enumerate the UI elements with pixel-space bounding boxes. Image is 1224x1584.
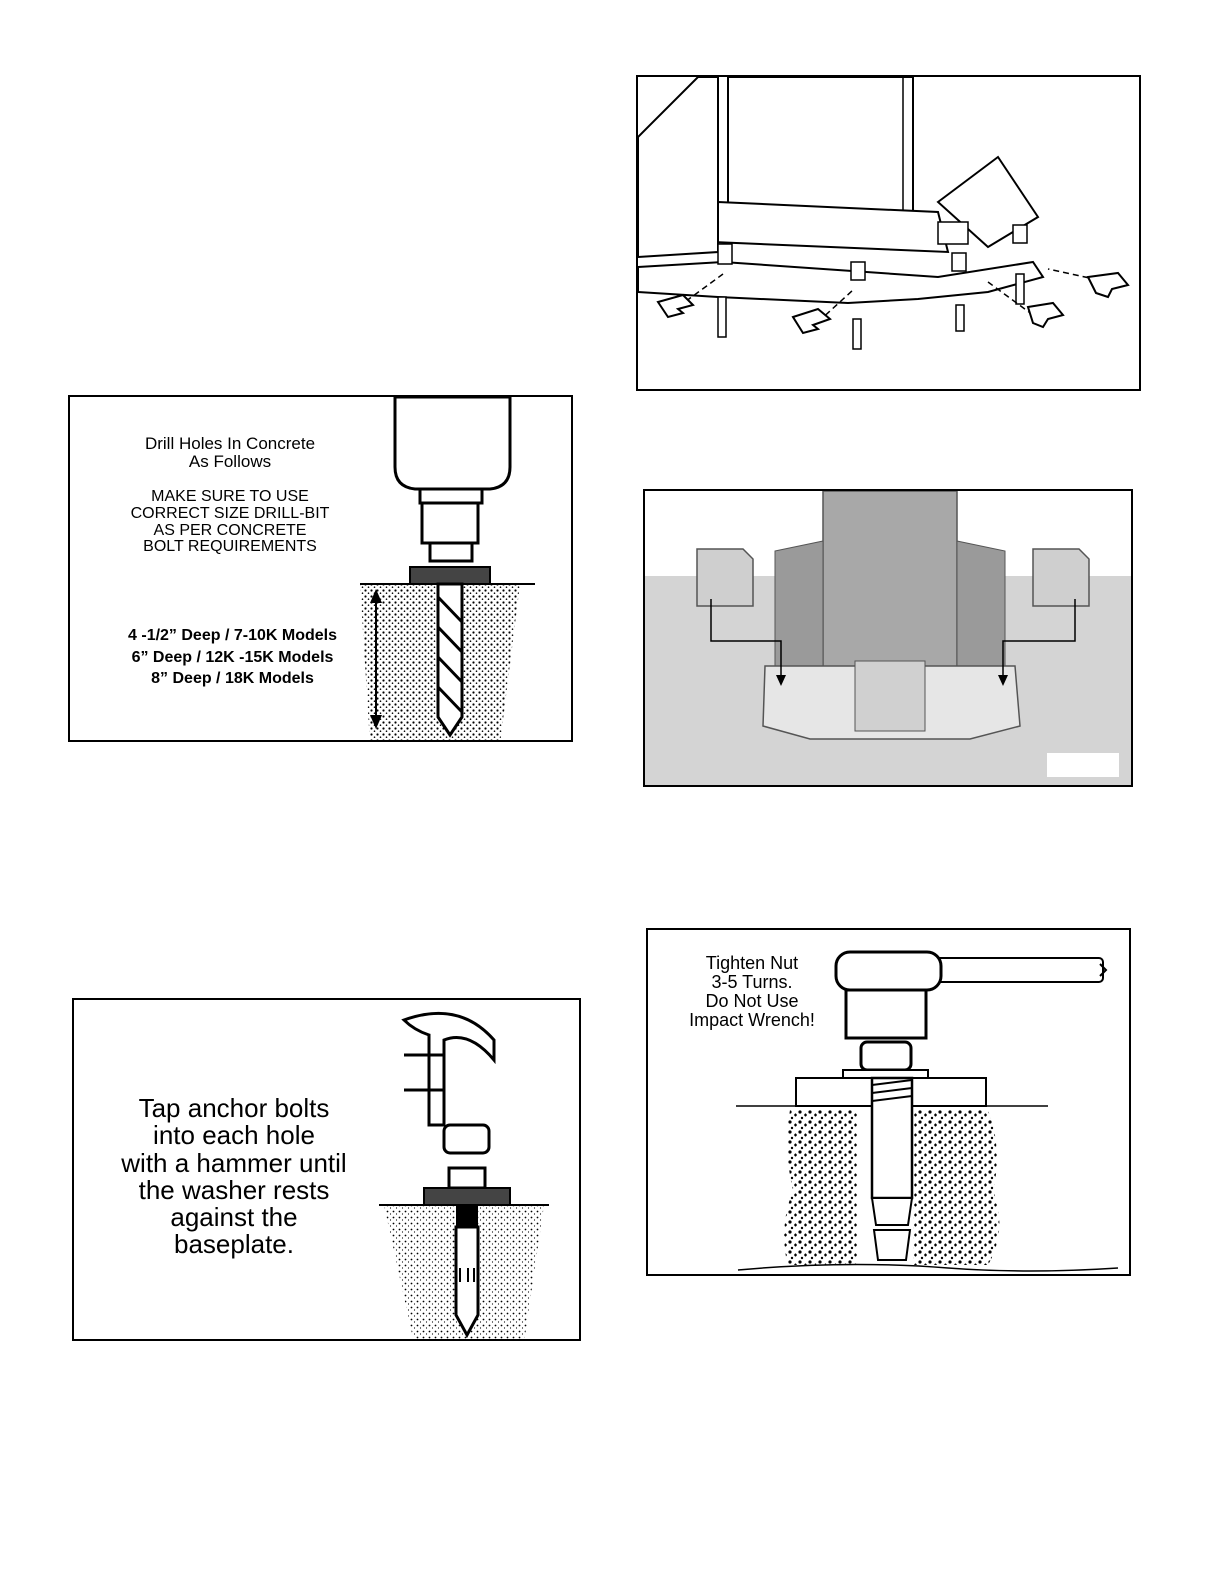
hammer-illustration bbox=[379, 1011, 549, 1339]
drill-body bbox=[393, 397, 512, 491]
concrete-section bbox=[784, 1110, 858, 1265]
base-plate bbox=[638, 260, 1045, 305]
anchor-bolts bbox=[717, 224, 1028, 350]
left-shim bbox=[696, 548, 754, 607]
wrench-illustration bbox=[736, 950, 1119, 1272]
baseplate-shim-figure bbox=[636, 75, 1141, 391]
column bbox=[727, 77, 914, 218]
socket bbox=[844, 988, 928, 1040]
baseplate-illustration bbox=[638, 77, 1130, 350]
drill-illustration bbox=[360, 397, 535, 740]
shims bbox=[656, 271, 1130, 335]
shim-placement-figure bbox=[643, 489, 1133, 787]
drill-bit bbox=[436, 582, 464, 738]
nut bbox=[859, 1040, 913, 1072]
hammer bbox=[401, 1011, 496, 1127]
shim-illustration bbox=[645, 491, 1131, 785]
right-shim bbox=[1032, 548, 1090, 607]
